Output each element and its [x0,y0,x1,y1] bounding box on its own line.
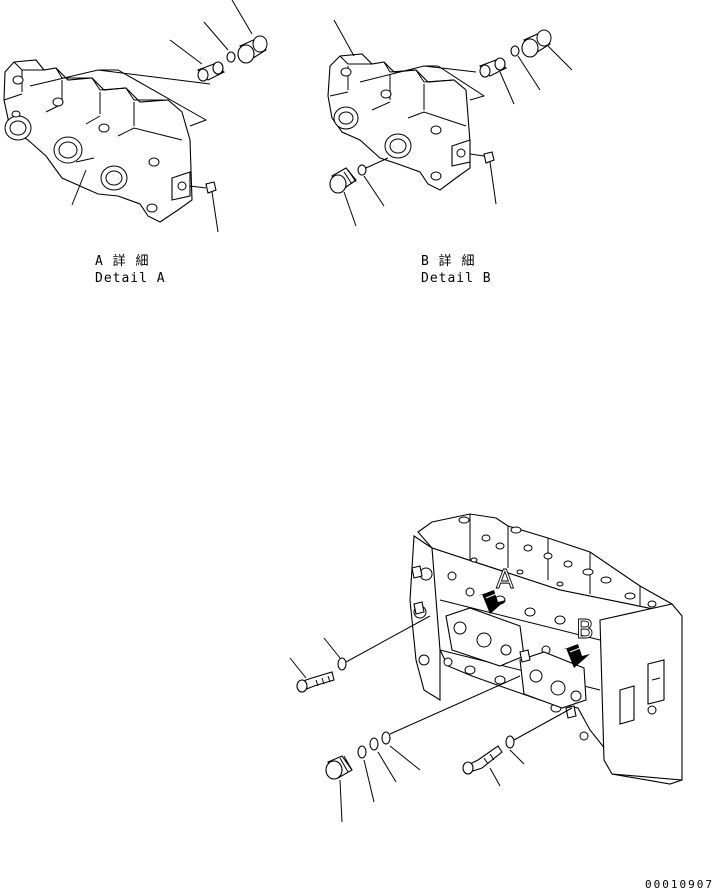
main-washer-lower [505,735,515,749]
main-bolt-lower [462,745,503,775]
detail-b-plug [483,151,495,164]
main-o-ring-2 [369,737,379,751]
detail-a-sleeve [197,61,226,82]
detail-b-cap [521,29,552,58]
main-bolt-upper [296,671,335,693]
detail-a-o-ring [226,51,236,63]
main-plug-lower [325,755,353,780]
arrow-b [562,644,590,668]
detail-b-o-ring-bottom [357,164,367,176]
detail-b-title-en: Detail B [421,271,492,286]
detail-a-title-jp: A 詳 細 [95,254,150,269]
drawing-number: 00010907 [645,878,714,891]
detail-b-title-jp: B 詳 細 [421,254,476,269]
detail-a-cap [237,35,268,64]
main-o-ring-3 [381,731,391,745]
detail-b-o-ring-top [510,45,520,57]
main-valve-assembly [409,513,683,785]
arrow-b-label: B [576,615,594,645]
detail-b-sleeve [479,57,508,78]
detail-b-housing [327,53,471,191]
detail-a-plug [205,181,217,194]
main-washer-upper [337,657,347,671]
detail-b-assembly [327,19,573,227]
arrow-a-label: A [496,565,514,595]
detail-a-assembly [3,0,268,233]
arrow-a [478,590,506,614]
detail-a-housing [3,59,193,223]
main-o-ring-1 [357,745,367,759]
detail-b-check-plug [329,167,357,194]
detail-a-title-en: Detail A [95,271,166,286]
